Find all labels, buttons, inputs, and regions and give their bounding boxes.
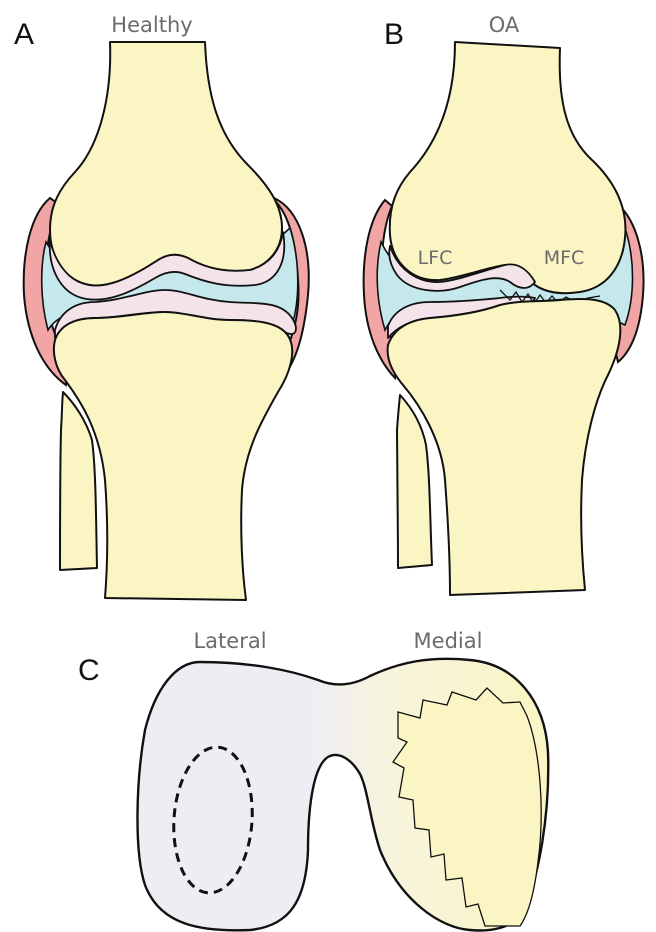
medial-label: Medial [414,629,483,653]
panel-b-caption: OA [489,13,520,37]
lateral-label: Lateral [193,629,266,653]
panel-a-healthy-knee: A Healthy [14,13,309,600]
panel-a-letter: A [14,18,34,51]
femur-bone [50,42,282,286]
lfc-label: LFC [418,247,453,269]
panel-b-letter: B [384,18,404,51]
panel-c-tibial-plateau: C Lateral Medial [78,629,548,930]
panel-c-letter: C [78,654,100,687]
panel-a-caption: Healthy [111,13,192,37]
mfc-label: MFC [544,247,585,269]
panel-b-oa-knee: B OA LFC MFC [364,13,644,595]
